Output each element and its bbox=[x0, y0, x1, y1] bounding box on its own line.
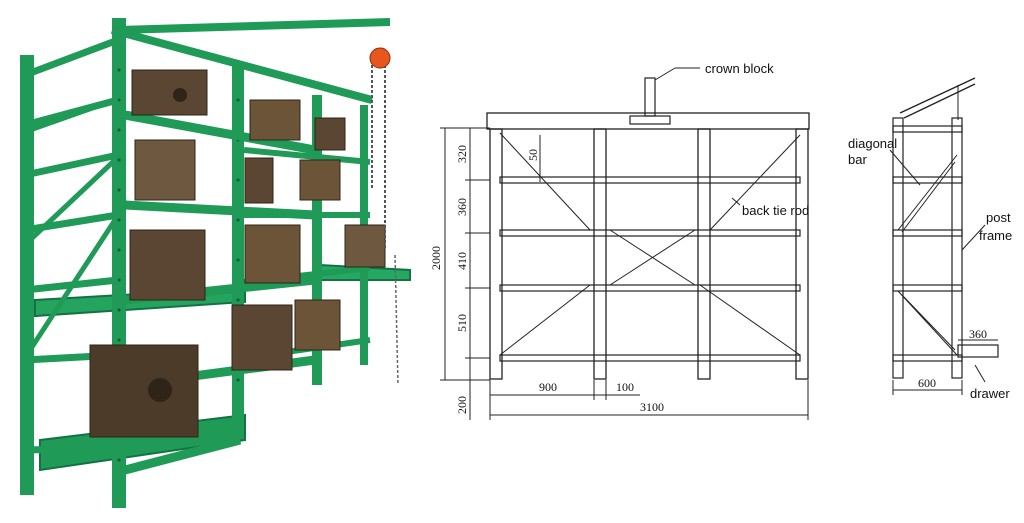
dim-post-width: 100 bbox=[616, 380, 634, 394]
mold-7 bbox=[129, 229, 206, 301]
side-diagonals-drawing bbox=[897, 154, 958, 356]
back-tie-rods bbox=[499, 132, 801, 356]
hoist-block bbox=[369, 47, 391, 69]
side-elevation: diagonal bar post frame drawer 600 360 bbox=[848, 77, 1012, 401]
crown-block-plate bbox=[629, 115, 671, 125]
side-shelves bbox=[892, 125, 963, 362]
mold-12-hole bbox=[148, 378, 172, 402]
crane-arm bbox=[899, 77, 976, 114]
mold-1 bbox=[131, 69, 208, 116]
rack-post-1 bbox=[20, 55, 34, 495]
top-beams bbox=[110, 18, 391, 104]
mold-1-hole bbox=[173, 88, 187, 102]
label-back-tie-rod: back tie rod bbox=[742, 203, 809, 218]
molds bbox=[89, 69, 386, 438]
dim-h2: 360 bbox=[455, 198, 469, 216]
dim-brace: 50 bbox=[526, 149, 540, 161]
label-frame: frame bbox=[979, 228, 1012, 243]
mold-4 bbox=[134, 139, 196, 201]
uprights bbox=[489, 128, 809, 380]
mold-10 bbox=[231, 304, 293, 371]
dim-h1: 320 bbox=[455, 145, 469, 163]
side-post-back bbox=[951, 117, 963, 379]
label-post: post bbox=[986, 210, 1011, 225]
crown-block-post bbox=[644, 77, 656, 117]
mold-11 bbox=[294, 299, 341, 351]
dim-base: 200 bbox=[455, 396, 469, 414]
dim-drawer-ext: 360 bbox=[969, 327, 987, 341]
back-tie-rod-leader bbox=[731, 197, 741, 206]
dim-bay-width: 900 bbox=[539, 380, 557, 394]
mold-2 bbox=[249, 99, 301, 141]
mold-8 bbox=[244, 224, 301, 284]
dim-h3: 410 bbox=[455, 252, 469, 270]
side-dimension bbox=[892, 339, 998, 395]
front-elevation: crown block back tie rod bbox=[429, 61, 810, 420]
top-beam bbox=[486, 112, 810, 130]
mold-3 bbox=[314, 117, 346, 151]
side-diagonals bbox=[27, 97, 118, 352]
label-drawer: drawer bbox=[970, 386, 1010, 401]
rack-post-4 bbox=[312, 95, 322, 385]
dim-h4: 510 bbox=[455, 314, 469, 332]
mold-6 bbox=[299, 159, 341, 201]
crown-block-leader bbox=[654, 67, 676, 81]
mold-5 bbox=[244, 157, 274, 204]
side-post-front bbox=[892, 117, 904, 379]
dim-total-width: 3100 bbox=[640, 400, 664, 414]
mold-12 bbox=[89, 344, 199, 438]
dim-depth: 600 bbox=[918, 376, 936, 390]
mold-9 bbox=[344, 224, 386, 268]
dim-total-height: 2000 bbox=[429, 246, 443, 270]
hoist bbox=[369, 47, 399, 386]
label-bar: bar bbox=[848, 152, 867, 167]
drawer-extension bbox=[957, 344, 999, 358]
shelves bbox=[499, 176, 801, 362]
width-dimension bbox=[489, 380, 809, 420]
height-dimension bbox=[440, 127, 541, 420]
label-crown-block: crown block bbox=[705, 61, 774, 76]
rack-photo bbox=[20, 18, 411, 508]
label-diagonal: diagonal bbox=[848, 136, 897, 151]
